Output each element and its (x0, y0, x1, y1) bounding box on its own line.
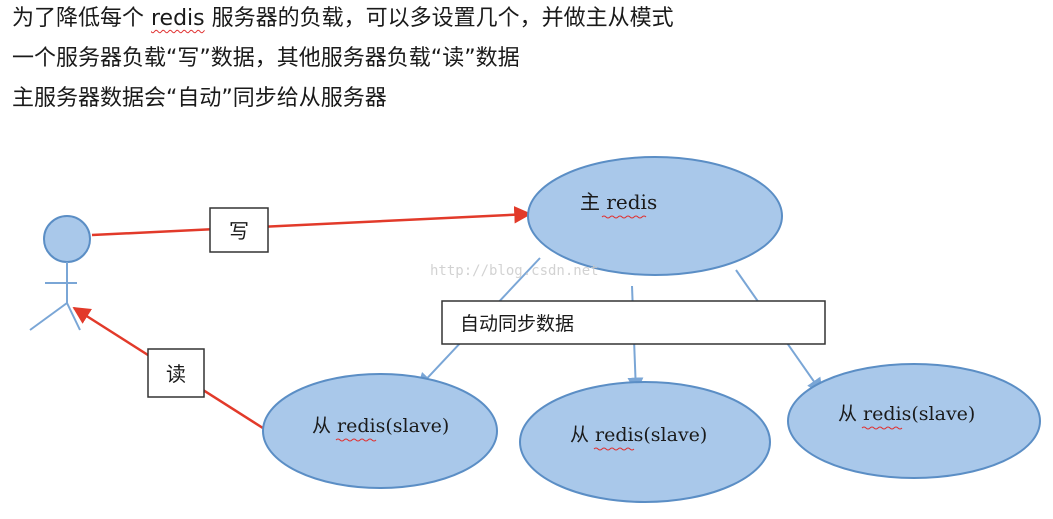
slave-1-ellipse (262, 373, 498, 489)
master-ellipse (527, 156, 783, 276)
user-figure (29, 215, 91, 331)
slave-2-label-prefix: 从 (570, 424, 595, 446)
master-label-term: redis (606, 190, 657, 214)
user-leg-right (66, 302, 81, 331)
user-leg-left (29, 302, 68, 331)
slave-node-3: 从 redis(slave) (787, 363, 1041, 479)
read-label: 读 (166, 362, 186, 386)
slave-2-term-underline (593, 447, 635, 451)
slave-3-label-suffix: (slave) (911, 403, 975, 425)
slave-node-2: 从 redis(slave) (519, 381, 771, 503)
master-label-prefix: 主 (580, 190, 606, 214)
slave-3-label-prefix: 从 (838, 403, 863, 425)
write-label: 写 (229, 219, 249, 243)
slave-3-term-underline (861, 426, 903, 430)
master-term-underline (601, 215, 647, 219)
slave-1-term-underline (335, 438, 377, 442)
write-label-rect (209, 207, 269, 253)
slave-2-label-suffix: (slave) (643, 424, 707, 446)
svg-text:从 redis(slave): 从 redis(slave) (570, 424, 707, 446)
write-label-box: 写 (209, 207, 269, 253)
slave-2-label-term: redis (595, 424, 643, 446)
sync-box-rect (441, 300, 826, 345)
slave-3-label-term: redis (863, 403, 911, 425)
svg-text:从 redis(slave): 从 redis(slave) (312, 415, 449, 437)
watermark: http://blog.csdn.net (430, 263, 599, 279)
slave-node-1: 从 redis(slave) (262, 373, 498, 489)
slave-3-ellipse (787, 363, 1041, 479)
heading-line-2: 一个服务器负载“写”数据，其他服务器负载“读”数据 (12, 46, 520, 71)
svg-text:主 redis: 主 redis (580, 190, 657, 214)
svg-text:从 redis(slave): 从 redis(slave) (838, 403, 975, 425)
read-label-box: 读 (147, 348, 205, 398)
read-label-rect (147, 348, 205, 398)
slave-1-label-suffix: (slave) (385, 415, 449, 437)
heading-line-1-prefix: 为了降低每个 (12, 6, 151, 31)
sync-box: 自动同步数据 (441, 300, 826, 345)
slave-1-label-term: redis (337, 415, 385, 437)
user-head (43, 215, 91, 263)
slave-1-label-prefix: 从 (312, 415, 337, 437)
sync-label: 自动同步数据 (460, 313, 574, 335)
heading-line-1: 为了降低每个 redis 服务器的负载，可以多设置几个，并做主从模式 (12, 5, 674, 33)
heading-line-1-term: redis (151, 6, 205, 31)
write-arrow (91, 206, 532, 237)
heading-line-1-suffix: 服务器的负载，可以多设置几个，并做主从模式 (204, 6, 674, 31)
heading-line-3: 主服务器数据会“自动”同步给从服务器 (12, 86, 387, 111)
slave-2-ellipse (519, 381, 771, 503)
master-node: 主 redis (527, 156, 783, 276)
